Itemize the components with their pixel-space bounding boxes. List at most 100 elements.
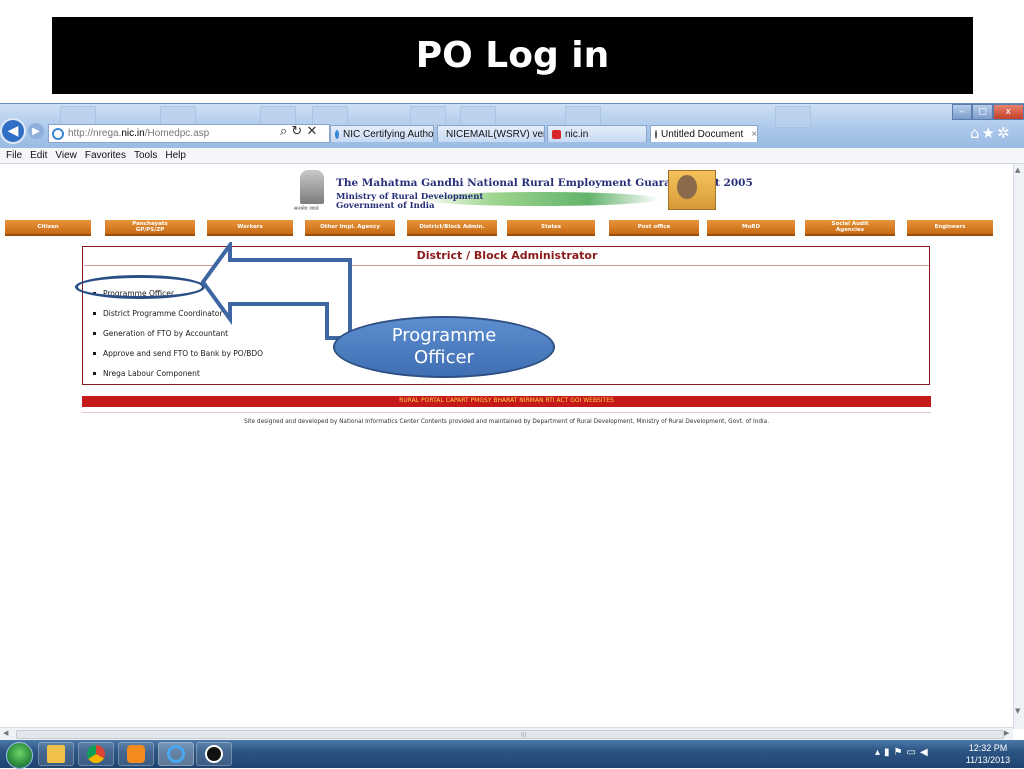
network-icon[interactable]: ▮ bbox=[884, 747, 894, 758]
tab-untitled-document[interactable]: Untitled Document × bbox=[650, 125, 758, 142]
close-tab-icon[interactable]: × bbox=[751, 128, 758, 140]
menu-bar: File Edit View Favorites Tools Help bbox=[0, 148, 1024, 164]
forward-icon[interactable]: ▶ bbox=[28, 123, 44, 139]
display-icon[interactable]: ▭ bbox=[906, 747, 920, 758]
footer-links[interactable]: RURAL PORTAL CAPART PMGSY BHARAT NIRMAN … bbox=[399, 397, 614, 404]
slide-title: PO Log in bbox=[52, 17, 973, 94]
nav-engineers[interactable]: Engineers bbox=[907, 220, 993, 236]
browser-toolbar-icons: ⌂★✲ bbox=[970, 124, 1012, 142]
pointer-arrow-icon bbox=[200, 242, 352, 340]
chrome-icon bbox=[87, 745, 105, 763]
back-icon[interactable]: ◀ bbox=[2, 120, 24, 142]
home-icon[interactable]: ⌂ bbox=[970, 124, 982, 142]
taskbar-media[interactable] bbox=[118, 742, 154, 766]
link-district-programme-coordinator[interactable]: District Programme Coordinator bbox=[93, 309, 222, 318]
menu-edit[interactable]: Edit bbox=[30, 150, 48, 161]
act-title: The Mahatma Gandhi National Rural Employ… bbox=[336, 177, 753, 189]
nav-label: Citizen bbox=[37, 224, 59, 230]
menu-tools[interactable]: Tools bbox=[133, 150, 158, 161]
nav-other-impl-agency[interactable]: Other Impl. Agency bbox=[305, 220, 395, 236]
nav-states[interactable]: States bbox=[507, 220, 595, 236]
link-generation-of-fto[interactable]: Generation of FTO by Accountant bbox=[93, 329, 228, 338]
horizontal-scrollbar[interactable]: ◀ ||| ▶ bbox=[0, 727, 1013, 740]
gandhi-logo bbox=[668, 170, 716, 210]
scrollbar-thumb[interactable]: ||| bbox=[16, 730, 1004, 739]
bullet-icon bbox=[93, 372, 96, 375]
volume-icon[interactable]: ◀ bbox=[919, 747, 932, 758]
footer-credit: Site designed and developed by National … bbox=[243, 419, 770, 425]
taskbar-chrome[interactable] bbox=[78, 742, 114, 766]
flag-icon[interactable]: ⚑ bbox=[893, 747, 907, 758]
search-icon[interactable]: ⌕ bbox=[280, 124, 288, 139]
refresh-icon[interactable]: ↻ bbox=[291, 124, 303, 139]
link-approve-send-fto[interactable]: Approve and send FTO to Bank by PO/BDO bbox=[93, 349, 263, 358]
scroll-right-icon[interactable]: ▶ bbox=[1004, 729, 1010, 737]
footer-links-bar: RURAL PORTAL CAPART PMGSY BHARAT NIRMAN … bbox=[82, 396, 931, 407]
tray-expand-icon[interactable]: ▴ bbox=[875, 747, 885, 758]
nav-mord[interactable]: MoRD bbox=[707, 220, 795, 236]
nav-label: Engineers bbox=[934, 224, 966, 230]
link-label: Generation of FTO by Accountant bbox=[103, 329, 229, 338]
scroll-up-icon[interactable]: ▲ bbox=[1015, 166, 1021, 174]
nav-sublabel: Agencies bbox=[836, 227, 864, 233]
taskbar: ▴▮⚑▭◀ 12:32 PM 11/13/2013 bbox=[0, 740, 1024, 769]
maximize-icon[interactable]: □ bbox=[972, 104, 993, 120]
ie-icon bbox=[52, 127, 64, 140]
nav-citizen[interactable]: Citizen bbox=[5, 220, 91, 236]
nav-label: District/Block Admin. bbox=[419, 224, 485, 230]
tab-nicemail[interactable]: NICEMAIL(WSRV) ver S... bbox=[437, 125, 545, 142]
link-nrega-labour-component[interactable]: Nrega Labour Component bbox=[93, 369, 200, 378]
tab-label: NIC Certifying Authority bbox=[343, 128, 434, 140]
nav-label: Other Impl. Agency bbox=[320, 224, 380, 230]
gear-icon[interactable]: ✲ bbox=[996, 124, 1012, 142]
bullet-icon bbox=[93, 352, 96, 355]
ministry-name: Ministry of Rural Development bbox=[336, 192, 484, 202]
nav-label: Post office bbox=[637, 224, 671, 230]
clock[interactable]: 12:32 PM 11/13/2013 bbox=[958, 742, 1018, 766]
nav-label: States bbox=[541, 224, 561, 230]
scroll-down-icon[interactable]: ▼ bbox=[1015, 707, 1021, 715]
tab-nic-certifying[interactable]: NIC Certifying Authority bbox=[330, 125, 434, 142]
ie-icon bbox=[167, 745, 185, 763]
bullet-icon bbox=[93, 332, 96, 335]
nav-label: Social Audit bbox=[831, 221, 869, 227]
taskbar-ie[interactable] bbox=[158, 742, 194, 766]
tricolor-swoosh bbox=[420, 192, 660, 206]
menu-view[interactable]: View bbox=[55, 150, 77, 161]
folder-icon bbox=[47, 745, 65, 763]
callout-bubble: Programme Officer bbox=[333, 316, 555, 378]
browser-window: ◀ ▶ http://nrega.nic.in/Homedpc.asp ⌕ ↻ … bbox=[0, 103, 1024, 741]
taskbar-explorer[interactable] bbox=[38, 742, 74, 766]
scroll-left-icon[interactable]: ◀ bbox=[3, 729, 9, 737]
start-button[interactable] bbox=[6, 742, 33, 769]
media-icon bbox=[127, 745, 145, 763]
menu-help[interactable]: Help bbox=[165, 150, 186, 161]
emblem-caption: सत्यमेव जयते bbox=[294, 206, 319, 212]
minimize-icon[interactable]: ‒ bbox=[952, 104, 973, 120]
close-icon[interactable]: x bbox=[992, 104, 1024, 120]
address-bar[interactable]: http://nrega.nic.in/Homedpc.asp bbox=[48, 124, 330, 143]
link-label: District Programme Coordinator bbox=[103, 309, 223, 318]
nav-sublabel: GP/PS/ZP bbox=[135, 227, 165, 233]
vertical-scrollbar[interactable]: ▲ ▼ bbox=[1013, 164, 1024, 729]
nav-workers[interactable]: Workers bbox=[207, 220, 293, 236]
menu-file[interactable]: File bbox=[6, 150, 23, 161]
tab-nic-in[interactable]: nic.in bbox=[547, 125, 647, 142]
nav-post-office[interactable]: Post office bbox=[609, 220, 699, 236]
nic-icon bbox=[552, 129, 561, 139]
tab-label: Untitled Document bbox=[661, 128, 744, 140]
page-content: सत्यमेव जयते The Mahatma Gandhi National… bbox=[0, 164, 1013, 727]
highlight-ellipse bbox=[75, 275, 205, 299]
address-prefix: http://nrega. bbox=[68, 128, 122, 139]
clock-date: 11/13/2013 bbox=[965, 755, 1011, 765]
taskbar-app[interactable] bbox=[196, 742, 232, 766]
star-icon[interactable]: ★ bbox=[981, 124, 997, 142]
nav-label: MoRD bbox=[741, 224, 761, 230]
nav-district-block-admin[interactable]: District/Block Admin. bbox=[407, 220, 497, 236]
menu-favorites[interactable]: Favorites bbox=[84, 150, 126, 161]
stop-icon[interactable]: ✕ bbox=[306, 124, 318, 139]
loading-icon bbox=[655, 129, 657, 139]
